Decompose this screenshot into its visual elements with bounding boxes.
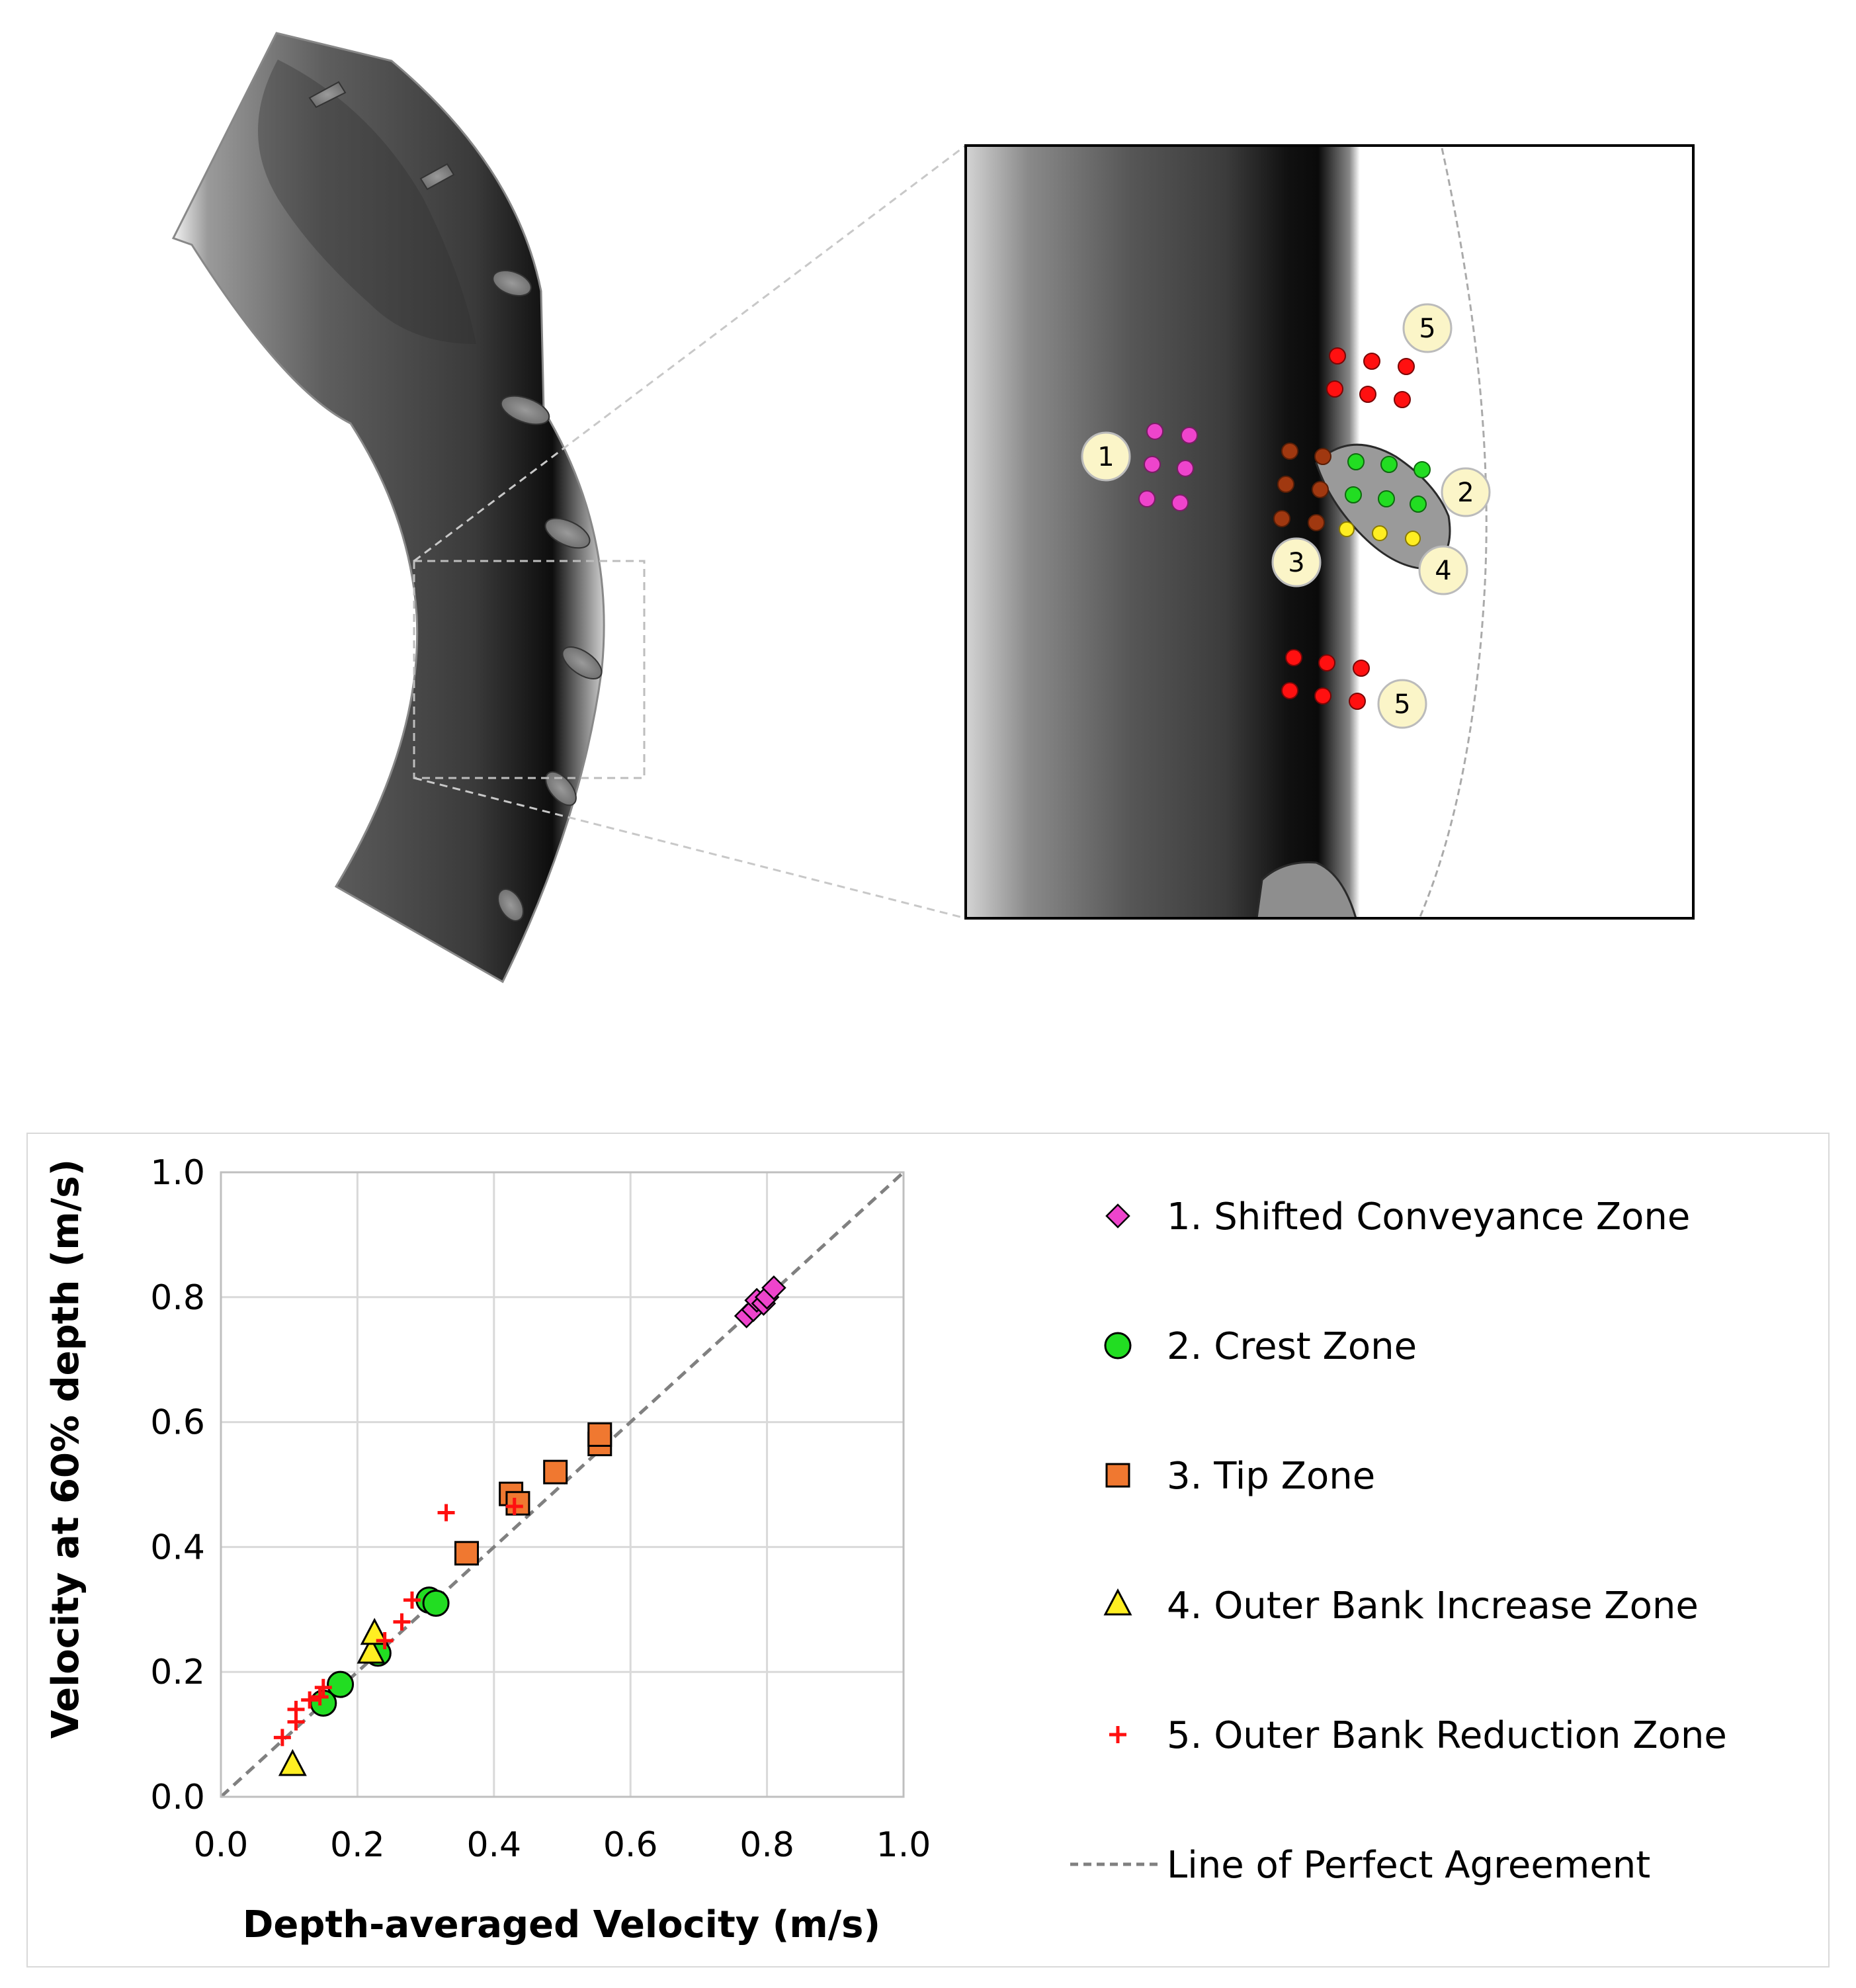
callout-1: 1 [1081,431,1131,482]
legend-marker-3 [1105,1463,1130,1488]
legend-label-reference-line: Line of Perfect Agreement [1167,1844,1650,1887]
spur-dike-7 [545,771,577,806]
spur-dike-3 [492,270,532,296]
spur-dike-4 [500,395,550,425]
axes: 0.0 0.2 0.4 0.6 0.8 1.0 0.0 0.2 0.4 0.6 0.8 1.0 [150,1153,931,1865]
legend-marker-2 [1104,1332,1132,1360]
callout-5-upper: 5 [1402,303,1453,353]
svg-text:1: 1 [1097,442,1114,472]
data-point-series-3 [587,1422,612,1447]
spur-dike-1 [308,81,347,108]
data-point-series-5 [273,1729,291,1747]
data-point-series-2 [327,1670,355,1698]
zone-2-points [1345,453,1431,513]
callout-3: 3 [1271,537,1322,587]
callout-5-lower: 5 [1377,679,1427,729]
data-point-series-5 [287,1700,305,1718]
spur-dike-2 [419,163,455,191]
data-point-series-2 [422,1589,450,1617]
x-tick-label: 1.0 [876,1825,931,1865]
legend-marker-5 [1109,1726,1126,1743]
y-tick-label: 0.0 [150,1778,205,1817]
zone-1-points [1138,423,1198,511]
callout-2: 2 [1441,467,1491,517]
callout-4: 4 [1418,545,1468,595]
data-marks [273,1275,786,1776]
svg-text:4: 4 [1435,556,1451,586]
spur-dike-6 [562,646,603,679]
svg-text:5: 5 [1394,689,1410,720]
legend: 1. Shifted Conveyance Zone 2. Crest Zone 3… [1070,1195,1727,1887]
x-tick-label: 0.4 [466,1825,521,1865]
data-point-series-1 [761,1275,786,1301]
y-tick-label: 0.4 [150,1528,205,1567]
y-axis-title: Velocity at 60% depth (m/s) [44,1159,87,1739]
plot-area-border [220,1171,905,1798]
x-tick-label: 0.6 [603,1825,658,1865]
x-tick-label: 0.8 [739,1825,794,1865]
connector-line-bottom [413,777,966,920]
river-bend-figure: 1 2 3 4 5 5 [171,32,1695,984]
spur-dike-8 [497,888,524,922]
river-channel [171,32,605,984]
x-tick-label: 0.2 [330,1825,385,1865]
legend-label-4: 4. Outer Bank Increase Zone [1167,1584,1699,1627]
data-point-series-5 [393,1613,411,1631]
svg-text:2: 2 [1457,478,1474,508]
x-tick-label: 0.0 [194,1825,249,1865]
chart-frame [26,1133,1830,1967]
data-point-series-3 [505,1491,530,1516]
data-point-series-4 [278,1749,307,1776]
y-tick-label: 0.8 [150,1278,205,1318]
legend-label-3: 3. Tip Zone [1167,1455,1375,1498]
zoomed-inset: 1 2 3 4 5 5 [964,144,1695,920]
connector-line-top [413,144,966,562]
spur-dike-5 [544,517,591,549]
zone-3-points [1273,443,1331,531]
svg-text:5: 5 [1419,314,1435,344]
y-tick-label: 0.6 [150,1403,205,1443]
legend-marker-4 [1103,1588,1132,1616]
inset-spur-dike-lower [1255,861,1357,918]
data-point-series-5 [403,1591,421,1609]
y-tick-label: 1.0 [150,1153,205,1193]
zone-4-points [1339,521,1421,546]
spur-dikes [308,81,603,922]
data-point-series-4 [357,1636,386,1664]
legend-label-2: 2. Crest Zone [1167,1325,1417,1368]
data-point-series-5 [376,1632,394,1649]
legend-label-5: 5. Outer Bank Reduction Zone [1167,1714,1727,1757]
zone-5-points [1281,347,1415,710]
data-point-series-3 [454,1541,480,1566]
inset-locator-box [413,560,646,779]
data-point-series-4 [360,1618,389,1645]
data-point-series-5 [301,1691,319,1709]
data-point-series-5 [314,1678,332,1696]
svg-text:3: 3 [1288,548,1304,578]
channel-shade [258,60,476,344]
data-point-series-5 [311,1688,329,1706]
data-point-series-3 [543,1459,568,1485]
legend-label-1: 1. Shifted Conveyance Zone [1167,1195,1690,1238]
legend-marker-1 [1105,1203,1130,1229]
data-point-series-5 [505,1498,523,1516]
x-axis-title: Depth-averaged Velocity (m/s) [243,1903,880,1946]
y-tick-label: 0.2 [150,1653,205,1692]
data-point-series-5 [437,1504,455,1522]
